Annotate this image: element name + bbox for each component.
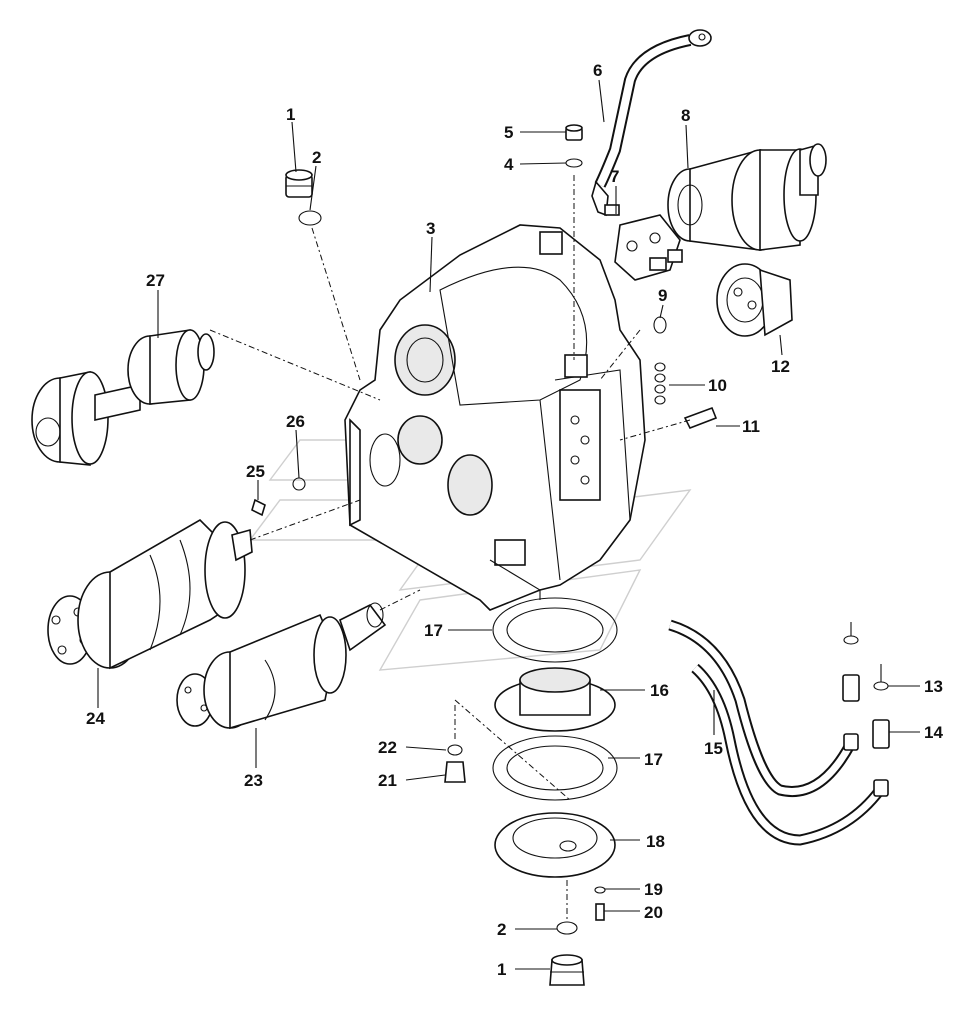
callout-16: 16 <box>650 681 669 700</box>
callout-23: 23 <box>244 771 263 790</box>
callout-4: 4 <box>504 155 514 174</box>
callout-24: 24 <box>86 709 105 728</box>
callout-11: 11 <box>742 417 760 436</box>
hose-assembly-right <box>668 619 890 846</box>
callout-13: 13 <box>924 677 943 696</box>
callout-27: 27 <box>146 271 165 290</box>
plug-and-seal-top-left <box>285 169 361 381</box>
callout-labels: 1 2 3 4 5 6 7 8 9 10 11 12 13 14 15 16 1… <box>86 61 943 979</box>
callout-12: 12 <box>771 357 790 376</box>
small-seals <box>599 316 718 441</box>
bolt-and-washer <box>251 477 306 517</box>
callout-3: 3 <box>426 219 435 238</box>
filter-16 <box>494 667 616 732</box>
plug-and-seal-21-22 <box>444 705 466 783</box>
callout-5: 5 <box>504 123 513 142</box>
gasket-upper-17 <box>492 597 618 663</box>
clutch-drum-8 <box>667 143 827 251</box>
callout-6: 6 <box>593 61 602 80</box>
bolt-washer-19-20 <box>594 886 606 921</box>
clutch-pack-24 <box>47 499 361 670</box>
cover-plate-18 <box>494 812 616 878</box>
callout-2-bottom: 2 <box>497 920 506 939</box>
callout-20: 20 <box>644 903 663 922</box>
callout-8: 8 <box>681 106 690 125</box>
pump-assembly <box>604 204 683 281</box>
callout-1-top: 1 <box>286 105 295 124</box>
callout-19: 19 <box>644 880 663 899</box>
callout-25: 25 <box>246 462 265 481</box>
callout-22: 22 <box>378 738 397 757</box>
callout-18: 18 <box>646 832 665 851</box>
output-shaft-27 <box>31 329 381 466</box>
leader-lines <box>97 79 920 970</box>
callout-10: 10 <box>708 376 727 395</box>
drive-gear-12 <box>716 263 793 337</box>
transmission-housing <box>344 224 646 611</box>
hose-assembly-top <box>591 29 712 217</box>
callout-26: 26 <box>286 412 305 431</box>
plug-and-seal-bottom <box>549 880 585 986</box>
gasket-lower-17 <box>454 699 618 801</box>
callout-21: 21 <box>378 771 397 790</box>
callout-2-top: 2 <box>312 148 321 167</box>
callout-1-bottom: 1 <box>497 960 506 979</box>
callout-15: 15 <box>704 739 723 758</box>
plug-and-seal-top <box>565 124 583 360</box>
clutch-pack-23 <box>176 589 421 730</box>
callout-7: 7 <box>610 167 619 186</box>
callout-17-upper: 17 <box>424 621 443 640</box>
callout-9: 9 <box>658 286 667 305</box>
callout-14: 14 <box>924 723 943 742</box>
callout-17-lower: 17 <box>644 750 663 769</box>
